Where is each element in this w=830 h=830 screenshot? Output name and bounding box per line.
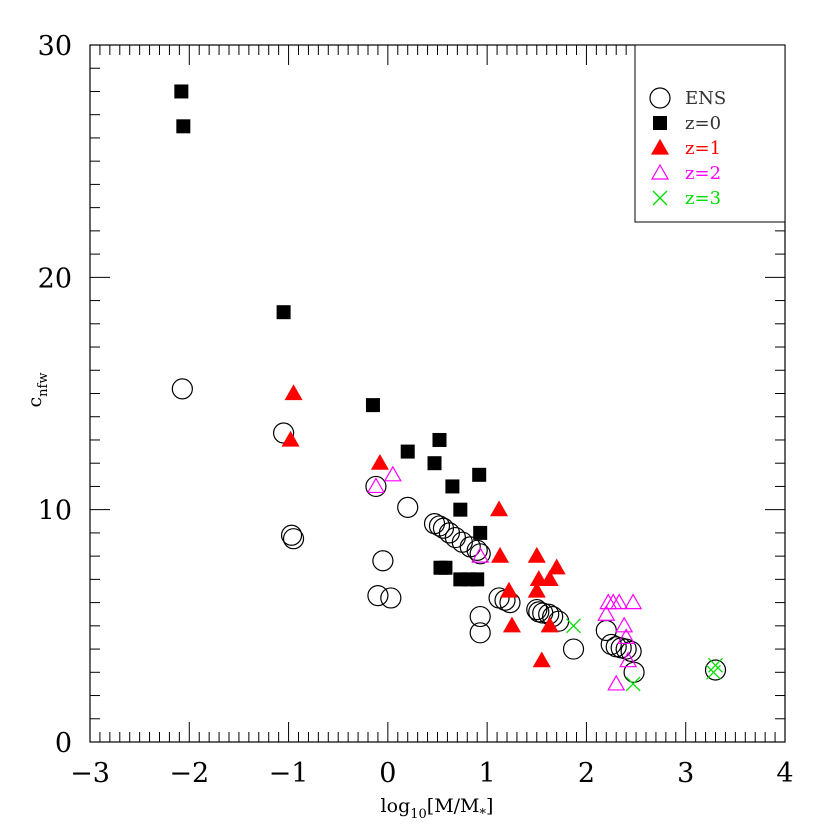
- z-1-point: [532, 651, 551, 668]
- z-0-point: [473, 525, 488, 540]
- legend-marker-z-2: [650, 163, 670, 180]
- legend-marker-z-3: [652, 190, 668, 206]
- ens-point: [526, 598, 548, 621]
- ens-point: [466, 539, 488, 561]
- z-2-point: [607, 674, 626, 691]
- z-3-point: [566, 618, 581, 634]
- x-tick-label: 1: [479, 758, 496, 789]
- legend-label-z-3: z=3: [685, 188, 721, 209]
- cross-stroke: [652, 190, 668, 206]
- legend-label-z-2: z=2: [685, 163, 721, 184]
- z-1-point: [491, 546, 510, 563]
- z-0-point: [427, 456, 442, 471]
- ens-point: [620, 640, 642, 662]
- legend-box: [634, 44, 786, 223]
- z-0-point: [174, 84, 189, 99]
- ens-point: [372, 550, 394, 572]
- legend-marker-z-1: [650, 138, 670, 155]
- z-1-point: [502, 616, 521, 633]
- legend-marker-z-0: [653, 116, 667, 130]
- z-1-point: [527, 581, 546, 598]
- ens-point: [615, 638, 637, 660]
- ens-point: [600, 633, 622, 656]
- z-3-point: [625, 676, 641, 692]
- z-0-point: [276, 305, 291, 320]
- z-0-point: [470, 572, 485, 587]
- y-tick-label: 10: [38, 496, 72, 527]
- z-2-point: [610, 593, 629, 610]
- z-2-point: [617, 628, 636, 645]
- data-points: [171, 84, 727, 692]
- ens-point: [280, 524, 303, 546]
- z-0-point: [438, 560, 453, 575]
- x-tick-label: 4: [776, 758, 793, 789]
- ens-point: [469, 543, 491, 565]
- z-0-point: [365, 398, 380, 413]
- ens-point: [469, 622, 491, 644]
- x-tick-label: 3: [677, 758, 694, 789]
- ens-point: [469, 605, 491, 628]
- cross-stroke: [708, 657, 723, 673]
- ens-point: [397, 496, 419, 518]
- z-2-point: [624, 593, 643, 610]
- cross-stroke: [566, 618, 581, 634]
- z-1-point: [527, 546, 546, 563]
- z-2-point: [366, 477, 385, 494]
- y-tick-label: 20: [38, 263, 72, 294]
- x-tick-label: −1: [269, 758, 309, 789]
- ens-point: [380, 587, 402, 609]
- z-1-point: [547, 558, 566, 575]
- z-0-point: [472, 467, 487, 482]
- cross-stroke: [625, 676, 641, 692]
- ens-point: [704, 659, 727, 681]
- z-0-point: [445, 479, 460, 494]
- z-2-point: [383, 465, 402, 482]
- x-tick-label: −3: [70, 758, 110, 789]
- legend: ENS z=0 z=1 z=2 z=3: [634, 44, 786, 223]
- z-3-point: [708, 657, 723, 673]
- z-0-point: [453, 502, 468, 517]
- z-1-point: [281, 430, 300, 447]
- ens-point: [451, 531, 473, 553]
- z-1-point: [540, 570, 559, 586]
- z-0-point: [176, 119, 191, 134]
- z-2-point: [619, 651, 638, 668]
- z-1-point: [540, 616, 559, 633]
- legend-label-ens: ENS: [685, 88, 726, 109]
- z-1-point: [490, 500, 509, 517]
- z-0-point: [400, 444, 415, 459]
- z-1-point: [499, 581, 519, 598]
- x-tick-label: −2: [169, 758, 209, 789]
- y-axis-label: cnfw: [24, 373, 51, 408]
- legend-label-z-1: z=1: [685, 138, 721, 159]
- x-axis-label: log10[M/M*]: [381, 795, 494, 822]
- y-tick-label: 30: [38, 31, 72, 62]
- ens-point: [367, 585, 389, 607]
- ens-point: [562, 638, 585, 660]
- z-2-point: [615, 616, 634, 633]
- x-tick-label: 2: [578, 758, 595, 789]
- z-1-point: [370, 453, 389, 470]
- ens-point: [623, 661, 645, 683]
- legend-label-z-0: z=0: [685, 113, 721, 134]
- ens-point: [365, 475, 387, 498]
- z-2-point: [597, 605, 616, 621]
- x-tick-label: 0: [379, 758, 396, 789]
- z-1-point: [284, 384, 303, 401]
- legend-marker-ens: [649, 87, 671, 109]
- tick-labels: −3 −2 −1 0 1 2 3 4 0 10 20 30: [38, 31, 794, 789]
- y-tick-label: 0: [55, 728, 72, 759]
- ens-point: [282, 528, 305, 550]
- z-2-point: [471, 546, 490, 563]
- z-0-point: [432, 432, 447, 447]
- ens-point: [171, 378, 193, 400]
